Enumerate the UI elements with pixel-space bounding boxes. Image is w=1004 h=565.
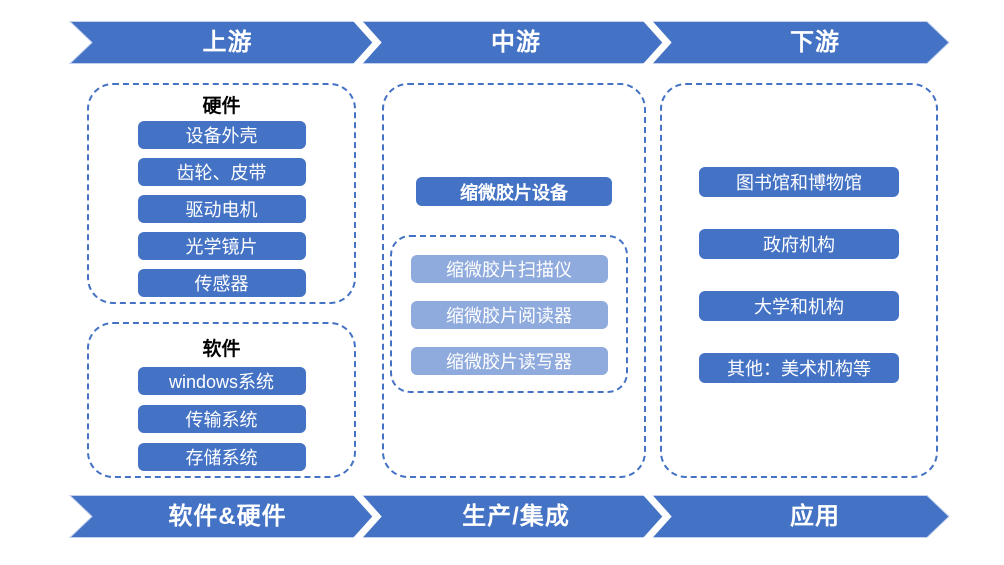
downstream-item: 图书馆和博物馆	[699, 167, 899, 197]
chevron-separator-icon	[642, 21, 672, 64]
top-banner: 上游 中游 下游	[0, 21, 1004, 64]
bottom-banner: 软件&硬件 生产/集成 应用	[0, 495, 1004, 538]
midstream-sub-item: 缩微胶片读写器	[410, 347, 608, 375]
top-banner-segment-midstream: 中游	[491, 29, 541, 56]
software-item: 传输系统	[137, 405, 306, 433]
midstream-sub-item: 缩微胶片阅读器	[410, 301, 608, 329]
bottom-banner-segment-application: 应用	[790, 503, 840, 530]
hardware-item: 驱动电机	[137, 195, 306, 223]
downstream-item: 其他：美术机构等	[699, 353, 899, 383]
bottom-banner-segment-production-integration: 生产/集成	[462, 503, 570, 530]
top-banner-arrow-shape	[68, 21, 950, 64]
top-banner-segment-downstream: 下游	[790, 29, 840, 56]
hardware-item: 传感器	[137, 269, 306, 297]
downstream-item: 大学和机构	[699, 291, 899, 321]
downstream-item: 政府机构	[699, 229, 899, 259]
hardware-item: 光学镜片	[137, 232, 306, 260]
midstream-main-pill: 缩微胶片设备	[416, 177, 612, 206]
chevron-separator-icon	[642, 495, 672, 538]
bottom-banner-segment-software-hardware: 软件&硬件	[168, 503, 287, 530]
bottom-banner-arrow-shape	[68, 495, 950, 538]
chevron-separator-icon	[352, 21, 382, 64]
hardware-item: 设备外壳	[137, 121, 306, 149]
software-item: windows系统	[137, 367, 306, 395]
midstream-products-box: 缩微胶片扫描仪 缩微胶片阅读器 缩微胶片读写器	[390, 235, 628, 393]
midstream-sub-item: 缩微胶片扫描仪	[410, 255, 608, 283]
top-banner-segment-upstream: 上游	[202, 29, 253, 56]
hardware-title: 硬件	[202, 96, 241, 117]
arrow-band	[68, 495, 950, 538]
software-title: 软件	[202, 339, 241, 360]
upstream-software-box: 软件 windows系统 传输系统 存储系统	[87, 322, 356, 478]
arrow-band	[68, 21, 950, 64]
chevron-separator-icon	[352, 495, 382, 538]
midstream-box: 缩微胶片设备 缩微胶片扫描仪 缩微胶片阅读器 缩微胶片读写器	[382, 83, 646, 478]
downstream-box: 图书馆和博物馆 政府机构 大学和机构 其他：美术机构等	[660, 83, 938, 478]
software-item: 存储系统	[137, 443, 306, 471]
upstream-hardware-box: 硬件 设备外壳 齿轮、皮带 驱动电机 光学镜片 传感器	[87, 83, 356, 304]
hardware-item: 齿轮、皮带	[137, 158, 306, 186]
